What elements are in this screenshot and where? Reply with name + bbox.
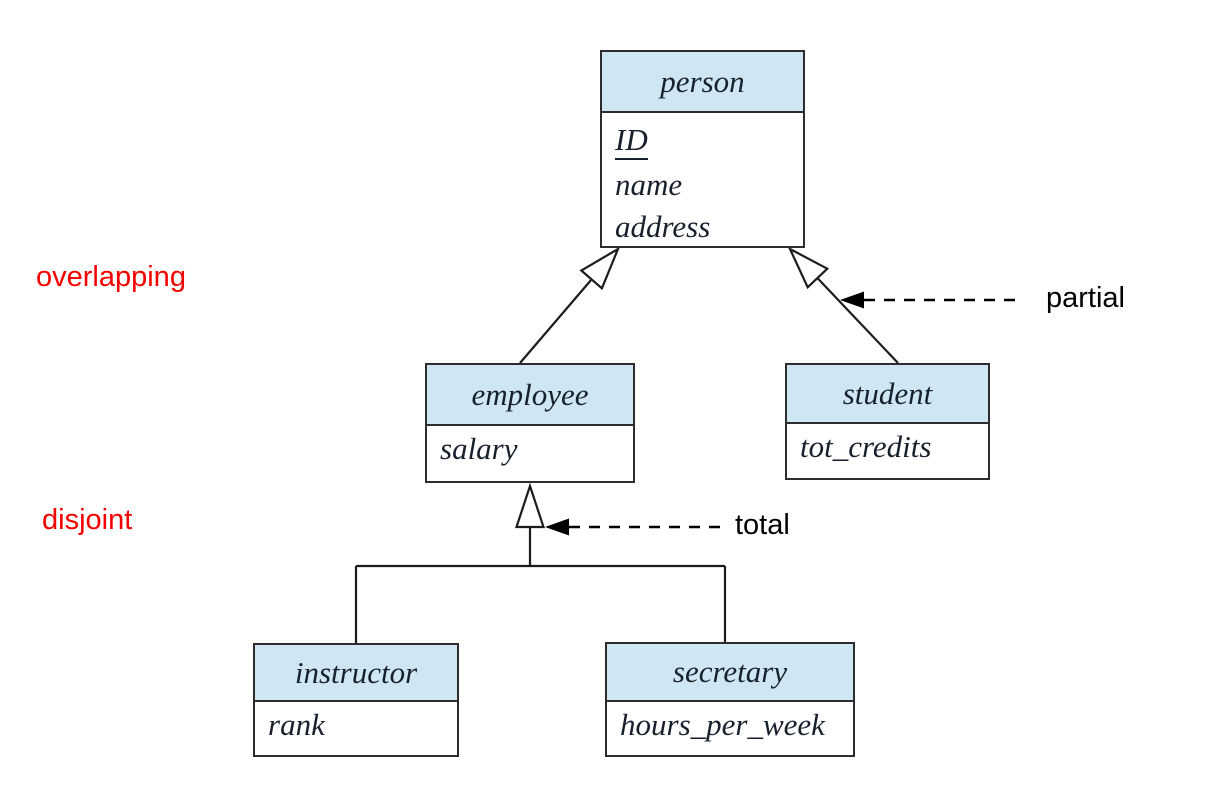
- partial-callout-arrow: [840, 291, 1022, 309]
- entity-person: person ID name address: [600, 50, 805, 248]
- attribute-id: ID: [615, 122, 648, 160]
- entity-secretary-header: secretary: [607, 644, 853, 702]
- entity-person-header: person: [602, 52, 803, 113]
- entity-instructor: instructor rank: [253, 643, 459, 757]
- attribute-tot-credits: tot_credits: [800, 429, 932, 464]
- label-disjoint: disjoint: [42, 504, 133, 536]
- attribute-address: address: [615, 209, 711, 244]
- entity-student-header: student: [787, 365, 988, 424]
- isa-connector-subtree-employee: [354, 482, 727, 644]
- entity-person-name: person: [660, 63, 745, 99]
- hollow-triangle-arrowhead: [514, 482, 546, 529]
- entity-secretary-attributes: hours_per_week: [607, 702, 853, 746]
- entity-instructor-name: instructor: [294, 654, 418, 690]
- label-partial: partial: [1046, 282, 1125, 314]
- hollow-triangle-arrowhead: [579, 246, 621, 291]
- attribute-hours-per-week: hours_per_week: [620, 707, 825, 742]
- hollow-triangle-arrowhead: [787, 246, 830, 290]
- total-callout-arrow: [545, 518, 723, 536]
- entity-secretary-name: secretary: [672, 654, 788, 689]
- label-overlapping: overlapping: [36, 261, 186, 293]
- attribute-salary: salary: [440, 431, 518, 466]
- isa-connector-student-person: [787, 246, 899, 364]
- entity-student-name: student: [842, 375, 933, 411]
- solid-arrowhead: [840, 291, 864, 309]
- solid-arrowhead: [545, 518, 569, 536]
- entity-student-attributes: tot_credits: [787, 424, 988, 468]
- isa-connector-employee-person: [519, 246, 621, 364]
- attribute-rank: rank: [268, 707, 325, 742]
- attribute-name: name: [615, 167, 683, 202]
- entity-secretary: secretary hours_per_week: [605, 642, 855, 757]
- label-total: total: [735, 509, 790, 541]
- entity-student: student tot_credits: [785, 363, 990, 480]
- entity-instructor-attributes: rank: [255, 702, 457, 746]
- entity-instructor-header: instructor: [255, 645, 457, 702]
- entity-person-attributes: ID name address: [602, 113, 803, 248]
- entity-employee-attributes: salary: [427, 426, 633, 470]
- entity-employee-name: employee: [471, 376, 589, 412]
- entity-employee-header: employee: [427, 365, 633, 426]
- entity-employee: employee salary: [425, 363, 635, 483]
